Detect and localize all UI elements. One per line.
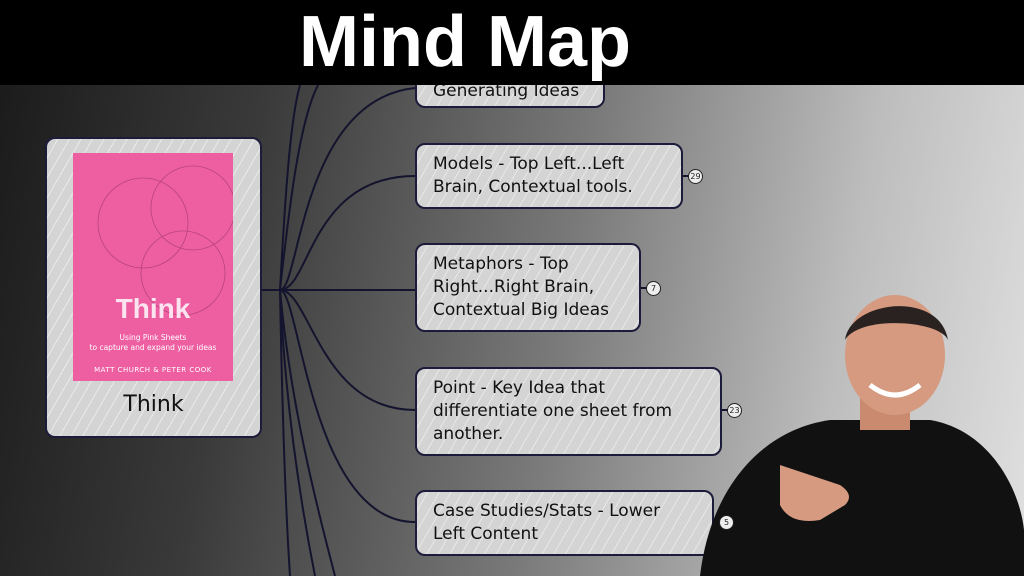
node-count-badge[interactable]: 29 [688, 169, 703, 184]
node-count-badge[interactable]: 7 [646, 281, 661, 296]
book-title: Think [115, 293, 191, 324]
node-label: Generating Ideas [433, 81, 580, 101]
node-case-studies[interactable]: Case Studies/Stats - Lower Left Content [415, 490, 714, 556]
venn-sketch [97, 165, 233, 316]
node-label: Metaphors - Top Right...Right Brain, Con… [433, 254, 610, 320]
node-label: Models - Top Left...Left Brain, Contextu… [433, 154, 633, 197]
page-title: Mind Map [299, 2, 631, 82]
node-count-badge[interactable]: 23 [727, 403, 742, 418]
node-point[interactable]: Point - Key Idea that differentiate one … [415, 367, 722, 456]
node-label: Case Studies/Stats - Lower Left Content [433, 501, 661, 544]
node-count-badge[interactable]: 5 [719, 515, 734, 530]
book-authors: MATT CHURCH & PETER COOK [94, 366, 212, 374]
title-bar: Mind Map [0, 0, 1024, 85]
presenter-video-overlay [700, 295, 1024, 576]
central-node-label: Think [123, 392, 184, 417]
node-metaphors[interactable]: Metaphors - Top Right...Right Brain, Con… [415, 243, 641, 332]
node-label: Point - Key Idea that differentiate one … [433, 378, 673, 444]
node-models[interactable]: Models - Top Left...Left Brain, Contextu… [415, 143, 683, 209]
